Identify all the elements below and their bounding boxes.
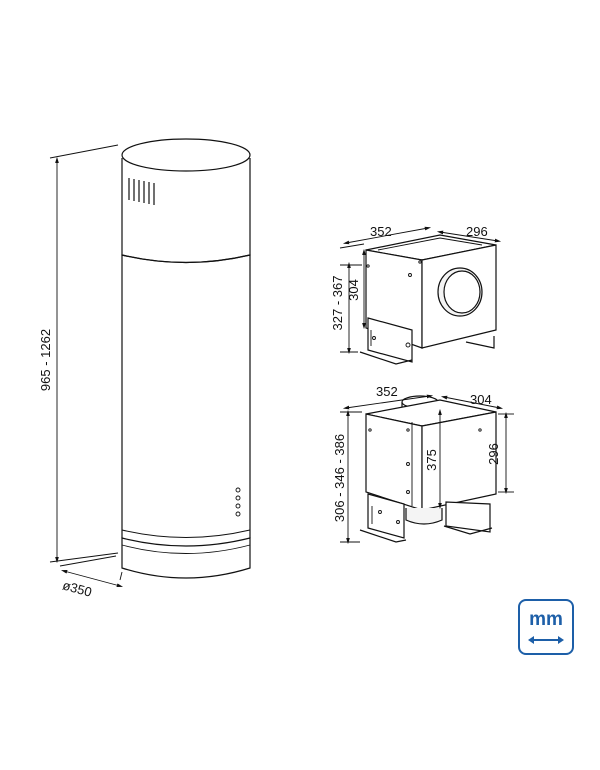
motor-bottom-height-label: 296 — [486, 443, 501, 465]
hood-height-label: 965 - 1262 — [38, 329, 53, 391]
mounting-bracket-bottom — [367, 493, 405, 539]
cylinder-hood: 965 - 1262 ø350 — [38, 138, 251, 600]
motor-bottom-width-label: 352 — [376, 384, 398, 399]
motor-top-width-label: 352 — [370, 224, 392, 239]
vent-grille — [128, 178, 155, 205]
motor-bottom-depth-label: 304 — [470, 392, 492, 407]
double-arrow-icon — [528, 636, 564, 644]
unit-badge: mm — [518, 599, 574, 655]
motor-bottom-height-range-label: 306 - 346 - 386 — [332, 434, 347, 522]
motor-top-height-range-label: 327 - 367 — [330, 276, 345, 331]
unit-label: mm — [529, 609, 563, 630]
motor-unit-top — [339, 226, 502, 365]
hood-diameter-label: ø350 — [61, 578, 94, 600]
motor-top-depth-label: 296 — [466, 224, 488, 239]
motor-top-height-label: 304 — [346, 279, 361, 301]
motor-bottom-inner-height-label: 375 — [424, 449, 439, 471]
control-buttons — [235, 487, 241, 517]
bottom-spigot — [405, 508, 443, 525]
motor-unit-bottom — [340, 394, 514, 545]
hood-height-dimension — [49, 144, 119, 564]
hood-diameter-dimension — [59, 555, 124, 588]
mounting-bracket — [367, 317, 413, 363]
